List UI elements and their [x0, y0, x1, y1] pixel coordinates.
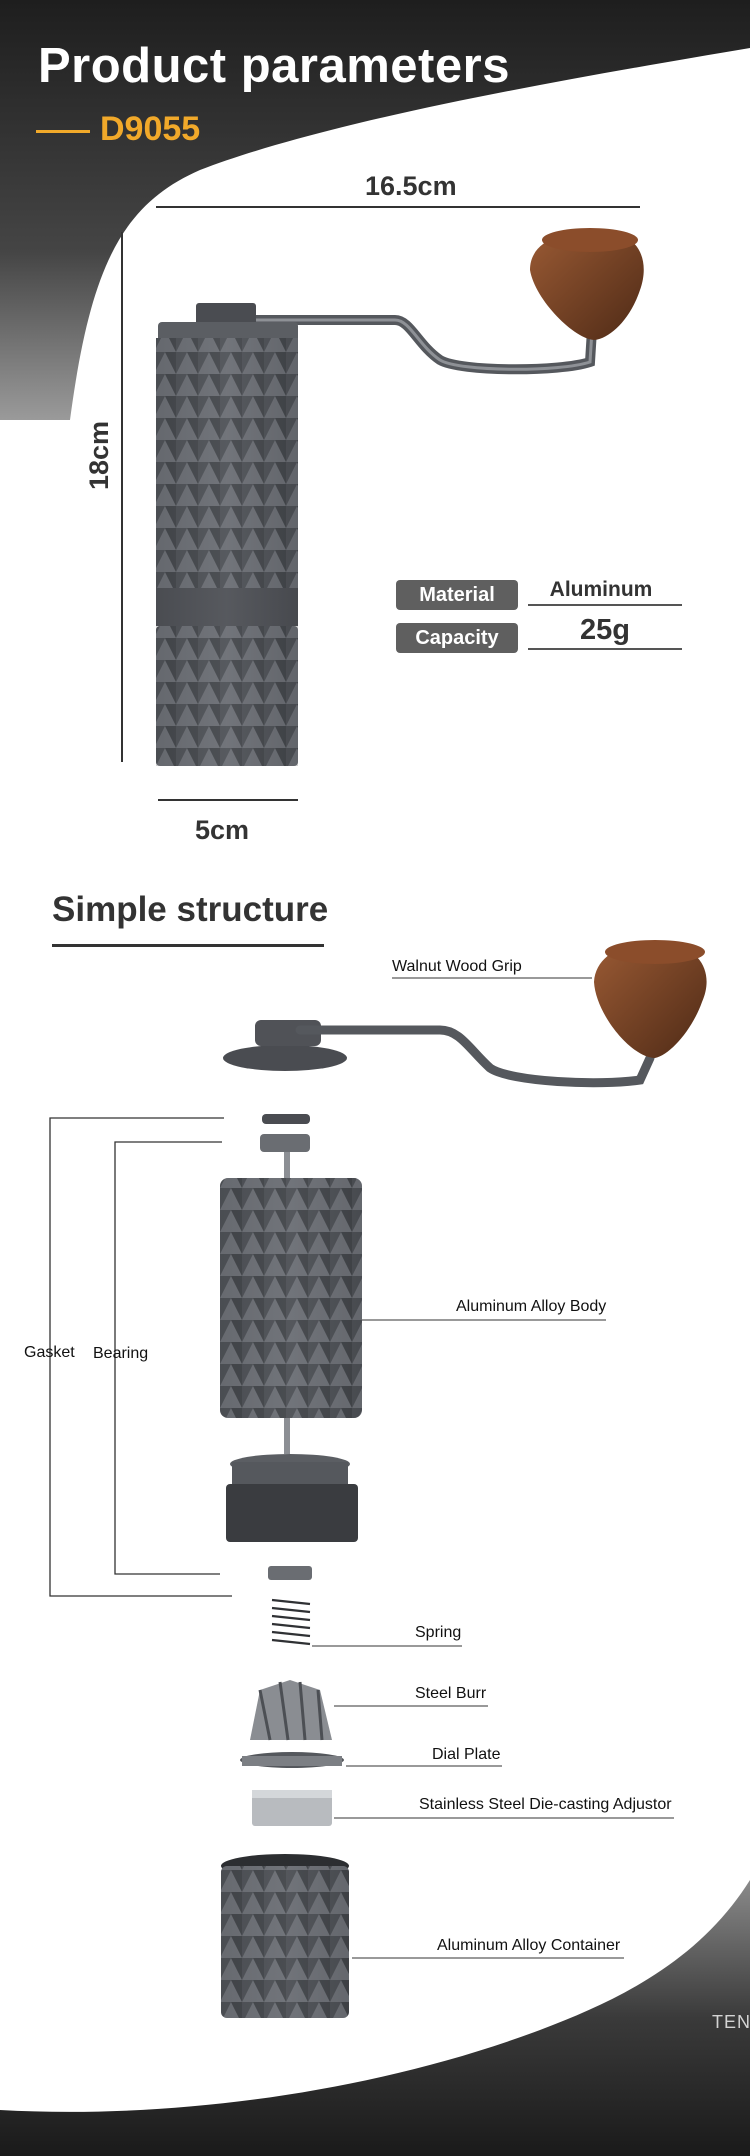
spec-label-material: Material — [396, 580, 518, 610]
section-title: Simple structure — [52, 890, 329, 929]
spec-value-material: Aluminum — [549, 578, 653, 601]
label-aluminum-alloy-container: Aluminum Alloy Container — [437, 1937, 621, 1954]
label-steel-burr: Steel Burr — [415, 1685, 487, 1702]
label-gasket: Gasket — [24, 1344, 75, 1361]
top-swoosh — [0, 0, 750, 420]
label-spring: Spring — [415, 1624, 462, 1641]
grinder-assembled-illustration — [156, 228, 644, 766]
watermark-text: TEN — [712, 2012, 750, 2032]
dimension-width-bottom: 5cm — [195, 815, 250, 845]
spec-underline-material — [528, 604, 682, 606]
grinder-exploded-illustration — [49, 940, 707, 2018]
label-walnut-wood-grip: Walnut Wood Grip — [392, 958, 522, 975]
model-accent-line — [36, 130, 90, 133]
bottom-swoosh — [0, 1880, 750, 2156]
label-adjustor: Stainless Steel Die-casting Adjustor — [419, 1796, 672, 1813]
section-title-underline — [52, 944, 324, 947]
spec-label-capacity: Capacity — [396, 623, 518, 653]
model-number: D9055 — [100, 110, 201, 148]
dimension-width-top: 16.5cm — [365, 171, 457, 201]
label-dial-plate: Dial Plate — [432, 1746, 501, 1763]
dimension-height: 18cm — [84, 420, 114, 490]
label-aluminum-alloy-body: Aluminum Alloy Body — [456, 1298, 607, 1315]
label-bearing: Bearing — [93, 1345, 149, 1362]
spec-underline-capacity — [528, 648, 682, 650]
page-title: Product parameters — [38, 39, 510, 93]
spec-value-capacity: 25g — [580, 614, 630, 646]
